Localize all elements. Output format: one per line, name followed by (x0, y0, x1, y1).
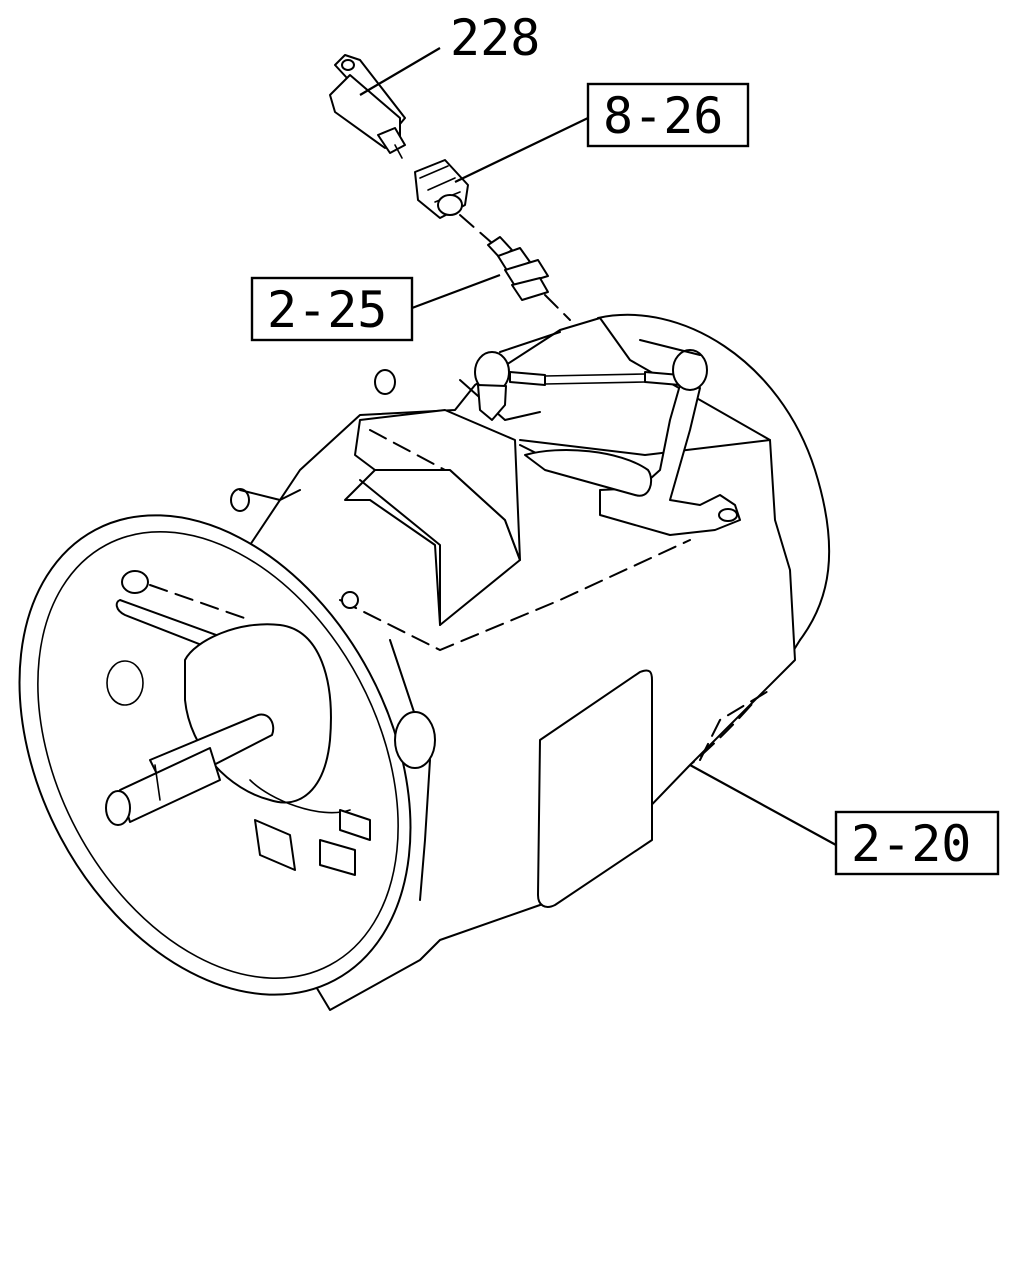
bell-hole (106, 660, 144, 706)
lever-base (524, 449, 653, 497)
boss-3 (341, 591, 359, 609)
callout-2-25-box[interactable] (250, 276, 414, 342)
shift-arm-hole (718, 508, 738, 522)
sensor-pin (394, 144, 403, 159)
bell-housing-inner (37, 531, 399, 979)
top-ridge (519, 439, 771, 456)
leader-2-20 (689, 764, 837, 846)
switch-thread (511, 277, 549, 301)
web-slot-2 (319, 839, 356, 876)
shift-arm (599, 384, 741, 536)
leader-228 (359, 47, 441, 96)
callout-2-20-box[interactable] (834, 810, 1000, 876)
ball-joint-right (672, 349, 708, 391)
rod-end-left (509, 371, 546, 386)
fork-shaft-hidden (149, 584, 251, 621)
linkage-arms (499, 331, 701, 356)
shift-tower-hidden (369, 429, 446, 471)
case-hidden-line (339, 539, 691, 652)
callout-2-20[interactable]: 2-20 (851, 815, 971, 873)
shift-tower (354, 409, 521, 561)
tower-ledge (459, 379, 541, 421)
boss-2 (230, 488, 250, 512)
sensor-icon (329, 54, 406, 159)
leader-8-26 (454, 117, 589, 183)
boss-2-stem (239, 489, 301, 501)
connector-socket (437, 194, 463, 216)
callout-228: 228 (450, 9, 540, 67)
rear-housing-hidden (689, 639, 801, 766)
callout-2-25[interactable]: 2-25 (267, 281, 387, 339)
link-rod (544, 373, 646, 385)
callout-8-26-box[interactable] (586, 82, 750, 148)
connector-icon (414, 159, 469, 219)
switch-axis-lower (544, 294, 571, 321)
bell-boss (394, 711, 436, 769)
case-hidden-line-2 (699, 689, 771, 761)
web-slot-1 (254, 819, 296, 871)
switch-hex (504, 259, 549, 287)
transmission-assembly-icon (18, 313, 831, 1011)
web-slot-3 (339, 809, 371, 841)
input-shaft-tip (105, 790, 131, 826)
sensor-plug (377, 127, 406, 154)
boss-1 (374, 369, 396, 395)
leader-2-25 (411, 273, 501, 310)
sensor-bolt (341, 59, 355, 71)
ball-joint-left-stem (477, 384, 507, 421)
spline-step (154, 764, 161, 801)
switch-icon (459, 214, 571, 321)
rear-housing-outline (597, 313, 831, 641)
inspection-plate (537, 669, 653, 908)
fork-shaft-end (121, 570, 149, 594)
top-cover-edge (359, 479, 441, 626)
callout-8-26[interactable]: 8-26 (603, 87, 723, 145)
